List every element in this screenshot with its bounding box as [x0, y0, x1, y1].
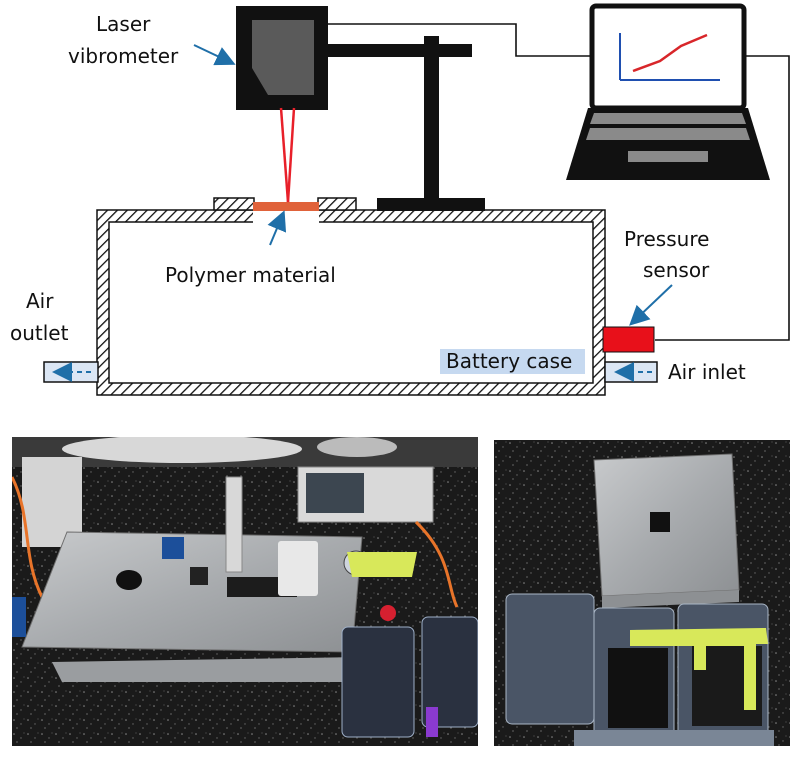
experimental-setup-photo [12, 437, 478, 746]
air-inlet-label: Air inlet [668, 360, 746, 384]
stand-icon [306, 36, 485, 211]
vibrometer-arrow [193, 44, 236, 66]
battery-case-label: Battery case [446, 349, 572, 373]
pressure-sensor-label-line2: sensor [643, 258, 710, 282]
sensor-cable [655, 55, 790, 341]
laser-vibrometer-label-line2: vibrometer [68, 44, 179, 68]
laser-beam [279, 107, 296, 203]
polymer-arrow [267, 210, 287, 246]
air-outlet-label-line1: Air [26, 289, 54, 313]
pressure-sensor-icon [602, 326, 655, 353]
battery-case-label-bg [440, 349, 585, 374]
right-clamp [317, 197, 357, 211]
polymer-material-label: Polymer material [165, 263, 336, 287]
pressure-sensor-arrow [629, 284, 673, 326]
left-clamp [213, 197, 255, 211]
laptop-icon [566, 3, 770, 180]
battery-case-icon [96, 208, 606, 396]
air-outlet-label-line2: outlet [10, 321, 69, 345]
laser-vibrometer-icon [236, 6, 328, 110]
polymer-strip [253, 202, 319, 211]
test-plates-and-samples-photo [494, 440, 790, 746]
air-pipe-icon [43, 361, 658, 383]
vibrometer-cable [328, 23, 598, 57]
setup-schematic: Battery case Laser vibrometer Polymer ma… [10, 3, 790, 396]
pressure-sensor-label-line1: Pressure [624, 227, 709, 251]
laser-vibrometer-label-line1: Laser [96, 12, 151, 36]
